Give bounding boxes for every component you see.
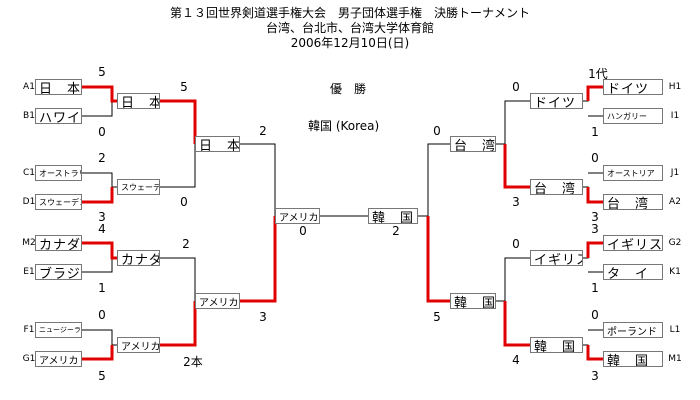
score: 4 [98,222,106,236]
seed-code: L1 [669,325,681,335]
team-box: アメリカ [35,351,82,367]
team-box: スウェーデン [35,194,82,210]
seed-code: M1 [668,354,682,364]
team-box: カナダ [35,235,82,251]
team-box: オーストラリア [35,165,82,181]
score: 3 [591,210,599,224]
score: 5 [180,80,188,94]
score: 1 [98,281,106,295]
score: 5 [433,310,441,324]
team-box: ドイツ [603,79,663,95]
seed-code: K1 [669,267,681,277]
team-box: カナダ [117,250,160,266]
champion-label: 優 勝 [330,82,367,96]
score: 0 [512,80,520,94]
team-box: 日 本 [195,136,240,152]
final-right-team: 韓 国 [368,208,418,224]
seed-code: A2 [669,197,681,207]
score: 2 [392,224,400,238]
team-box: イギリス [603,235,663,251]
score: 0 [180,195,188,209]
score: 2 [182,237,190,251]
score: 3 [512,195,520,209]
seed-code: H1 [668,82,682,92]
seed-code: G1 [22,354,36,364]
team-box: ニュージーランド [35,322,82,338]
tournament-title: 第１３回世界剣道選手権大会 男子団体選手権 決勝トーナメント [169,6,530,20]
score: 3 [98,210,106,224]
seed-code: G2 [668,238,682,248]
team-box: 日 本 [117,93,160,109]
seed-code: D1 [22,197,36,207]
final-left-team: アメリカ [275,208,320,224]
score: 0 [591,151,599,165]
score: 0 [98,308,106,322]
score: 0 [512,237,520,251]
score: 0 [299,224,307,238]
seed-code: F1 [23,325,35,335]
team-box: オーストリア [603,165,663,181]
score: 2本 [183,355,203,369]
score: 3 [591,222,599,236]
team-box: 韓 国 [450,293,496,309]
team-box: 台 湾 [603,194,663,210]
team-box: アメリカ [117,337,160,353]
team-box: イギリス [530,250,583,266]
team-box: ポーランド [603,322,663,338]
score: 2 [259,124,267,138]
seed-code: B1 [23,111,35,121]
team-box: 韓 国 [603,351,663,367]
score: 1 [591,125,599,139]
seed-code: C1 [22,168,35,178]
team-box: ドイツ [530,93,583,109]
team-box: アメリカ [195,293,240,309]
date-line: 2006年12月10日(日) [290,36,410,50]
seed-code: A1 [23,82,35,92]
team-box: タ イ [603,264,663,280]
score: 0 [433,124,441,138]
venue-line: 台湾、台北市、台湾大学体育館 [265,21,434,35]
score: 1代 [588,67,608,81]
seed-code: E1 [23,267,35,277]
score: 5 [98,65,106,79]
score: 0 [98,125,106,139]
score: 4 [512,353,520,367]
score: 2 [98,151,106,165]
team-box: 台 湾 [450,136,496,152]
champion-team: 韓国 (Korea) [308,119,380,133]
seed-code: M2 [22,238,36,248]
team-box: 台 湾 [530,179,583,195]
score: 3 [259,310,267,324]
team-box: ハンガリー [603,108,663,124]
seed-code: I1 [670,111,680,121]
team-box: 韓 国 [530,337,583,353]
score: 0 [591,308,599,322]
team-box: スウェーデン [117,179,160,195]
score: 1 [591,281,599,295]
score: 5 [98,369,106,383]
team-box: ハワイ [35,108,82,124]
team-box: 日 本 [35,79,82,95]
team-box: ブラジル [35,264,82,280]
seed-code: J1 [670,168,680,178]
score: 3 [591,369,599,383]
